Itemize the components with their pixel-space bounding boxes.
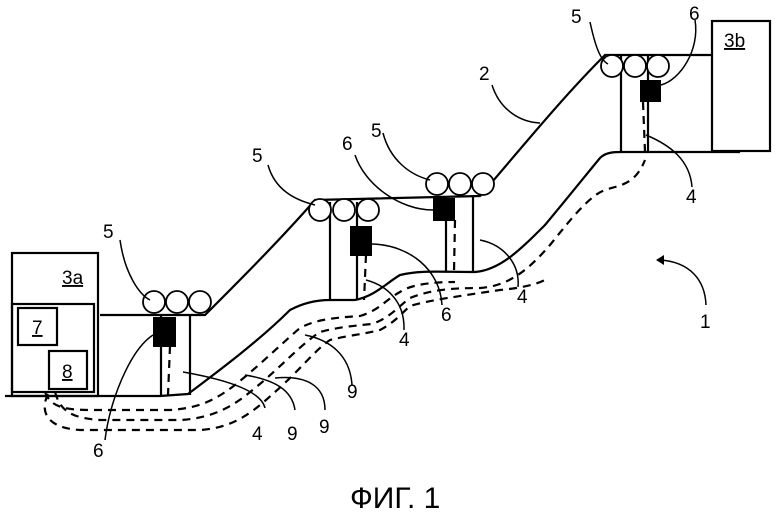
label-3b: 3b [724,31,745,52]
label-5b: 5 [252,146,263,167]
figure-caption: ФИГ. 1 [350,482,440,515]
label-4b: 4 [517,287,528,308]
label-2: 2 [479,64,490,85]
label-5d: 5 [571,7,582,28]
label-6d: 6 [441,305,452,326]
tower-2 [309,199,379,300]
label-7: 7 [32,318,43,339]
label-6a: 6 [342,134,353,155]
label-5c: 5 [371,121,382,142]
tower-1 [143,291,211,395]
label-6b: 6 [689,4,700,25]
label-6c: 6 [93,441,104,462]
leader-lines [105,20,706,440]
station-3a [12,253,98,396]
terrain-line [5,152,740,396]
station-3a-inner [12,304,94,392]
label-3a: 3a [62,268,84,289]
label-1: 1 [700,312,711,333]
label-9c: 9 [347,382,358,403]
label-9a: 9 [287,424,298,445]
label-4c: 4 [399,330,410,351]
label-5a: 5 [103,222,114,243]
label-4d: 4 [252,424,263,445]
label-9b: 9 [319,417,330,438]
label-4a: 4 [686,187,697,208]
tower-3 [426,173,494,272]
label-8: 8 [62,362,73,383]
tower-4 [601,55,669,152]
